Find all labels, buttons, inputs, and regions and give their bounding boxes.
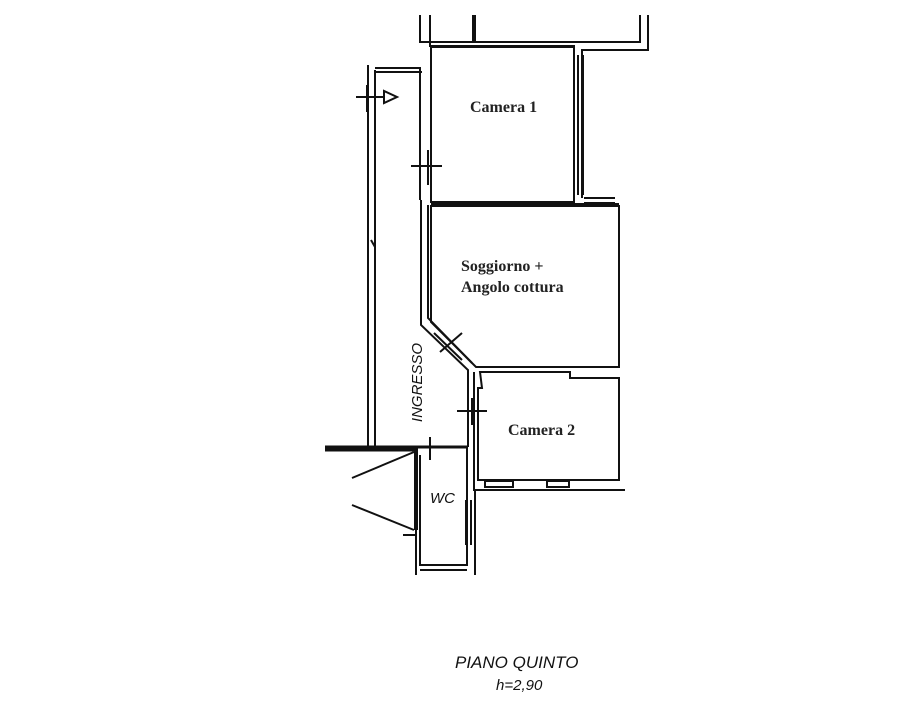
floor-title: PIANO QUINTO bbox=[455, 653, 579, 672]
room-label-wc: WC bbox=[430, 490, 455, 507]
room-label-angolo-cottura: Angolo cottura bbox=[461, 279, 564, 296]
room-label-soggiorno: Soggiorno + bbox=[461, 258, 544, 275]
room-label-camera-1: Camera 1 bbox=[470, 99, 538, 116]
floor-height: h=2,90 bbox=[496, 677, 543, 694]
arrow-right-icon bbox=[383, 89, 400, 105]
room-label-ingresso: INGRESSO bbox=[409, 342, 427, 423]
room-label-camera-2: Camera 2 bbox=[508, 422, 576, 439]
